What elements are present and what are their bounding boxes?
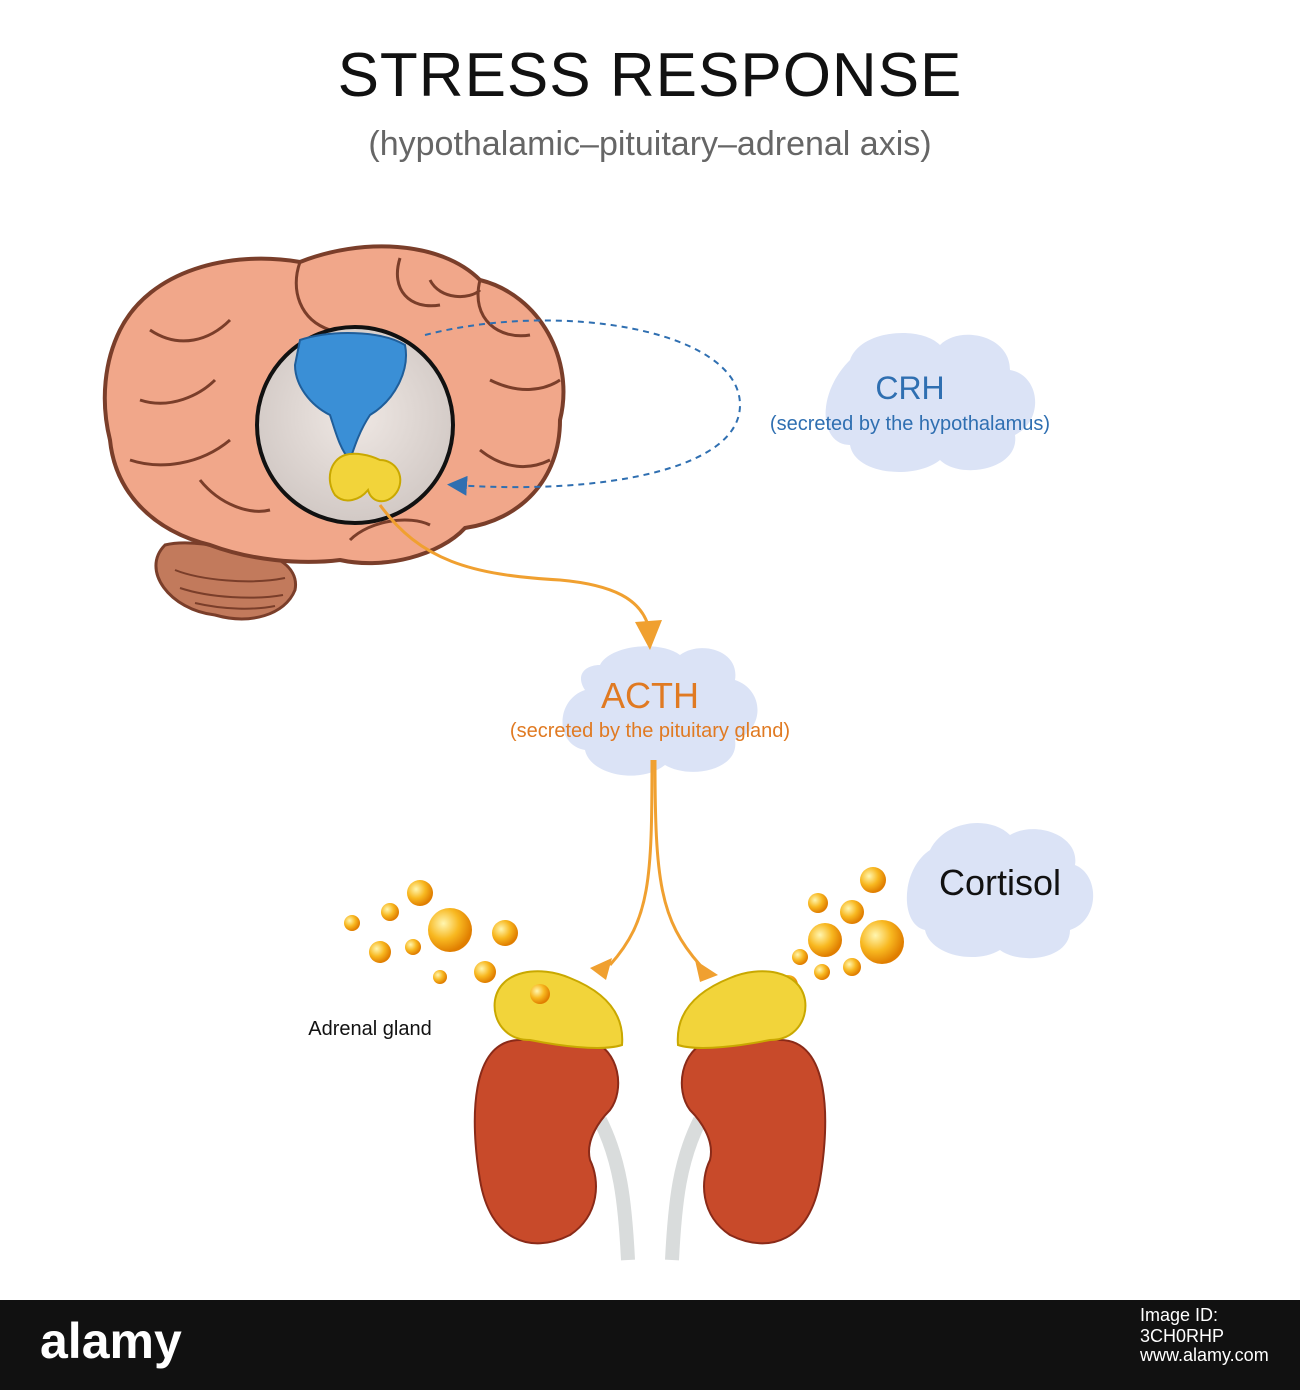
crh-feedback-arrow — [424, 319, 742, 496]
crh-description: (secreted by the hypothalamus) — [769, 413, 1051, 435]
crh-label: CRH — [875, 370, 945, 406]
footer-url: www.alamy.com — [1140, 1345, 1269, 1365]
right-kidney — [676, 970, 827, 1245]
crh-cloud — [825, 333, 1036, 472]
cortisol-bubbles-right — [775, 867, 904, 1015]
adrenal-gland-label: Adrenal gland — [308, 1018, 432, 1040]
acth-label: ACTH — [601, 675, 699, 716]
left-kidney — [473, 970, 624, 1245]
acth-description: (secreted by the pituitary gland) — [509, 720, 791, 742]
page-title: STRESS RESPONSE — [337, 41, 963, 110]
cortisol-cloud — [906, 823, 1094, 959]
hypothalamus-pituitary-lens — [255, 325, 455, 525]
cortisol-label: Cortisol — [938, 862, 1062, 903]
acth-release-arrow — [378, 504, 662, 650]
page-subtitle: (hypothalamic–pituitary–adrenal axis) — [368, 125, 932, 163]
footer-bar — [0, 1300, 1300, 1390]
diagram-artwork — [102, 244, 1094, 1261]
footer-image-id: Image ID: 3CH0RHP — [1140, 1305, 1225, 1346]
footer-logo: alamy — [40, 1313, 182, 1369]
acth-to-adrenal-arrows — [590, 759, 718, 982]
ureters — [593, 1116, 707, 1261]
acth-cloud — [562, 646, 758, 776]
